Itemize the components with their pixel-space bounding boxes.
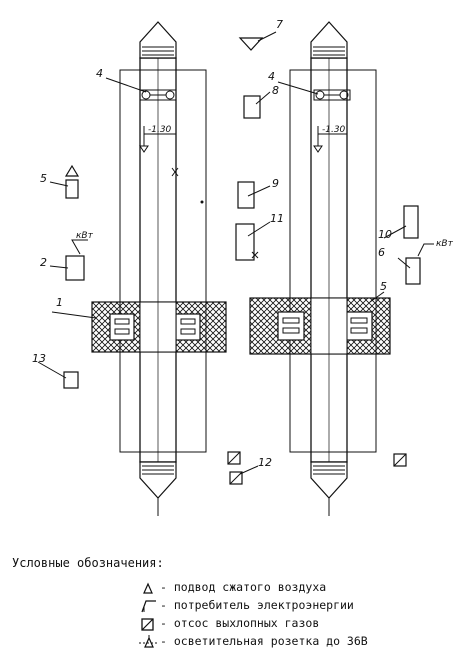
callout-label: 11 <box>270 212 284 225</box>
right-post-top-arrow <box>310 21 348 59</box>
exhaust-box-icon <box>141 618 154 631</box>
right-axle-unit <box>313 89 351 101</box>
power-mark-left: кВт <box>76 231 94 241</box>
callout-4-left: 4 <box>96 67 147 93</box>
left-post-dot <box>200 200 204 204</box>
equipment-10 <box>403 205 419 239</box>
legend-item-text: - осветительная розетка до 36В <box>160 634 368 648</box>
callout-label: 10 <box>378 228 392 241</box>
exhaust-boxes-12 <box>227 451 243 485</box>
right-workbench <box>249 297 391 355</box>
callout-8: 8 <box>255 84 279 105</box>
callout-5-right: 5 <box>369 280 387 303</box>
triangle-icon <box>143 582 153 594</box>
legend-item-text: - потребитель электроэнергии <box>160 598 354 612</box>
legend-item-text: - подвод сжатого воздуха <box>160 580 327 594</box>
right-exhaust-box <box>393 453 407 467</box>
callout-label: 5 <box>40 172 47 185</box>
left-axle-unit <box>139 89 177 101</box>
right-power-consumer <box>405 243 434 285</box>
callout-label: 12 <box>258 456 272 469</box>
right-post-outer-frame <box>289 69 377 453</box>
callout-label: 2 <box>40 256 47 269</box>
right-post: -1.30 <box>289 21 377 516</box>
callout-label: 4 <box>268 70 275 83</box>
callout-2: 2 кВт <box>40 231 94 269</box>
socket-icon <box>139 635 158 648</box>
callout-label: 8 <box>272 84 279 97</box>
equipment-8 <box>243 95 261 119</box>
left-power-consumer <box>65 239 88 281</box>
equipment-11 <box>235 223 255 261</box>
callout-7: 7 <box>257 18 283 42</box>
air-supply-triangle <box>238 37 264 51</box>
callout-5-left: 5 <box>40 172 69 187</box>
callout-label: 9 <box>272 177 279 190</box>
left-post-outer-frame <box>119 69 207 453</box>
equipment-9 <box>237 181 255 209</box>
right-post-bottom-arrow <box>310 461 348 516</box>
power-consumer-icon <box>141 600 156 613</box>
callout-11: 11 <box>247 212 284 259</box>
right-level-mark: -1.30 <box>313 125 347 153</box>
callout-3: 3 <box>396 272 403 285</box>
callout-label: 5 <box>380 280 387 293</box>
callout-10: 10 <box>378 225 407 241</box>
callout-4-right: 4 <box>268 70 319 95</box>
callout-12: 12 <box>239 456 272 475</box>
equipment-13 <box>63 371 79 389</box>
callout-label: 13 <box>32 352 46 365</box>
left-post-top-arrow <box>139 21 177 59</box>
left-level-mark-text: -1.30 <box>148 125 172 135</box>
left-post: -1.30 <box>119 21 207 516</box>
callout-label: 7 <box>276 18 283 31</box>
legend-item-text: - отсос выхлопных газов <box>160 616 320 630</box>
left-level-mark: -1.30 <box>139 125 176 153</box>
left-air-outlet <box>64 164 80 199</box>
power-mark-right: кВт <box>436 239 454 249</box>
workshop-plan-diagram: -1.30 <box>32 18 454 516</box>
left-post-mark <box>171 167 179 177</box>
callout-13: 13 <box>32 352 67 379</box>
legend: Условные обозначения: - подвод сжатого в… <box>0 540 468 660</box>
callout-1: 1 <box>51 296 97 319</box>
right-level-mark-text: -1.30 <box>322 125 346 135</box>
callout-label: 6 <box>378 246 385 259</box>
left-post-bottom-arrow <box>139 461 177 516</box>
callout-6: 6 кВт <box>378 239 454 269</box>
callout-label: 1 <box>56 296 63 309</box>
callout-label: 4 <box>96 67 103 80</box>
callout-9: 9 <box>247 177 279 197</box>
left-workbench <box>91 301 227 353</box>
legend-title: Условные обозначения: <box>12 556 164 570</box>
